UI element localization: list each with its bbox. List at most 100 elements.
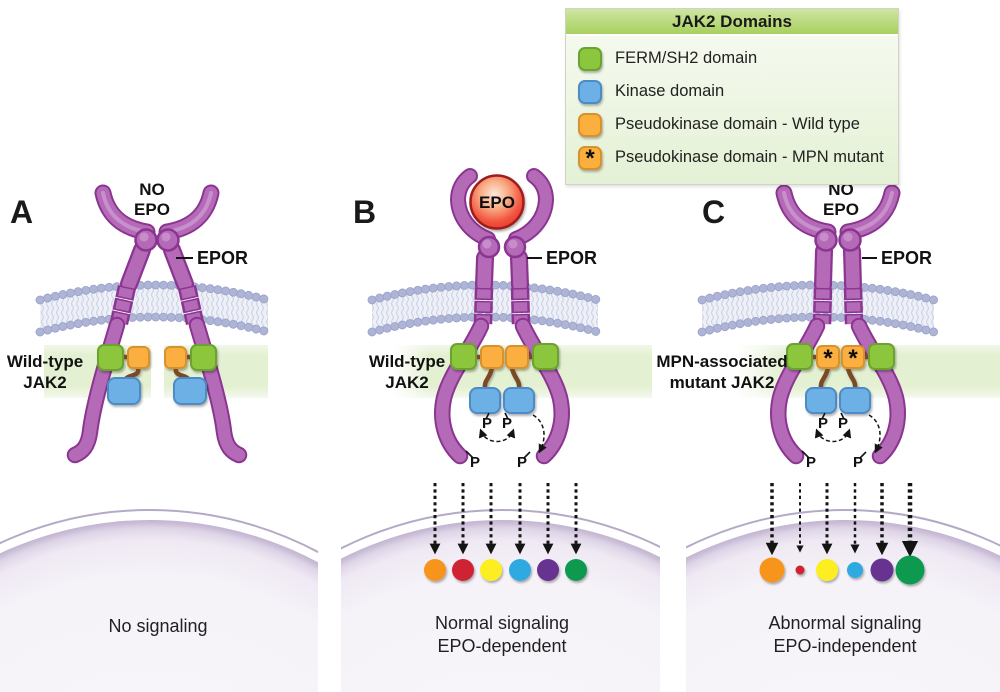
- legend-item-pseudokinase-wt: Pseudokinase domain - Wild type: [578, 108, 898, 141]
- phospho-tick: [523, 451, 531, 459]
- kinase-domain: [173, 377, 207, 405]
- kinase-swatch-icon: [578, 79, 602, 104]
- signal-dot: [480, 559, 502, 581]
- pseudokinase-domain: [480, 345, 504, 369]
- swatch-rect: [578, 79, 602, 104]
- lipid-heads-bottom-fill: [36, 313, 272, 336]
- phospho-label: P: [853, 454, 863, 471]
- jak2-complex-right: [164, 344, 217, 405]
- signal-dot: [424, 559, 446, 581]
- receptor-elbow-highlight: [843, 232, 853, 242]
- jak2-label-line1: MPN-associated: [656, 352, 787, 371]
- phosphorylation: P P P P: [465, 412, 547, 471]
- legend: JAK2 Domains FERM/SH2 domain Kinase doma…: [565, 8, 899, 185]
- signal-arrows: [765, 483, 919, 558]
- pseudokinase-domain-mutant: [816, 345, 840, 369]
- mutant-asterisk: *: [823, 345, 833, 372]
- signal-caption-line1: No signaling: [108, 616, 207, 636]
- jak2-label-line2: JAK2: [385, 373, 428, 392]
- band-fade: [394, 345, 429, 398]
- signal-caption-line1: Normal signaling: [435, 613, 569, 633]
- receptor-stalk-fill: [845, 244, 860, 292]
- tail-phosphorylation-arrow: [532, 414, 547, 454]
- transmembrane-segment-fill: [112, 285, 134, 325]
- signal-caption-line2: EPO-dependent: [437, 636, 566, 656]
- signal-dots: [424, 559, 587, 581]
- ferm-sh2-domain: [868, 343, 895, 370]
- signal-dot: [895, 555, 925, 585]
- legend-title: JAK2 Domains: [566, 9, 898, 36]
- legend-item-label: Kinase domain: [615, 82, 725, 100]
- kinase-domain: [469, 387, 501, 414]
- pseudokinase-domain: [505, 345, 529, 369]
- pseudokinase-wt-swatch-icon: [578, 112, 602, 137]
- tail-phosphorylation-arrow: [868, 414, 883, 454]
- receptor-elbow-highlight: [819, 232, 829, 242]
- signal-dot: [795, 565, 805, 575]
- signal-dots: [759, 555, 925, 585]
- transmembrane-segment-fill: [513, 287, 528, 325]
- receptor-stalk-fill: [165, 243, 192, 291]
- panel-c: * * P P P P: [656, 180, 1000, 692]
- domain-linker: [509, 365, 522, 391]
- kinase-domain: [503, 387, 535, 414]
- pseudokinase-domain: [164, 346, 187, 369]
- phospho-tick: [465, 450, 474, 459]
- jak2-complex-right: [503, 343, 559, 414]
- pseudokinase-domain-mutant: [841, 345, 865, 369]
- legend-item-label: FERM/SH2 domain: [615, 49, 758, 67]
- legend-item-label: Pseudokinase domain - Wild type: [615, 115, 860, 133]
- phospho-tick: [504, 412, 509, 420]
- jak2-complex-left: *: [786, 343, 840, 414]
- jak2-complex-left: [450, 343, 504, 414]
- jak2-label-line1: Wild-type: [7, 352, 83, 371]
- kinase-domain: [839, 387, 871, 414]
- kinase-domain: [107, 377, 141, 405]
- kinase-domain: [805, 387, 837, 414]
- nucleus-outer-line: [686, 509, 1000, 549]
- ferm-sh2-swatch-icon: [578, 46, 602, 71]
- epor-receptor-left: [434, 168, 501, 465]
- ferm-sh2-domain: [450, 343, 477, 370]
- swatch-rect: [578, 112, 602, 137]
- receptor-stalk-fill: [512, 251, 527, 292]
- ferm-sh2-domain: [97, 344, 124, 371]
- pseudokinase-mpn-swatch-icon: *: [578, 145, 602, 170]
- epor-label: EPOR: [197, 248, 248, 268]
- signal-caption-line1: Abnormal signaling: [768, 613, 921, 633]
- receptor-elbow-highlight: [139, 232, 149, 242]
- ferm-sh2-domain: [190, 344, 217, 371]
- receptor-stalk-fill: [122, 243, 149, 291]
- legend-item-kinase: Kinase domain: [578, 75, 898, 108]
- receptor-arm-fill: [451, 170, 494, 245]
- receptor-stalk-fill: [816, 244, 831, 292]
- phospho-tick: [801, 450, 810, 459]
- receptor-elbow-highlight: [508, 239, 518, 249]
- epo-status-line2: EPO: [134, 200, 170, 219]
- mutant-asterisk: *: [848, 345, 858, 372]
- domain-linker: [482, 365, 495, 391]
- epor-label: EPOR: [881, 248, 932, 268]
- panel-a: A NO EPO EPOR Wild-type JAK2 No signalin…: [0, 180, 318, 692]
- epor-label: EPOR: [546, 248, 597, 268]
- nucleus-outer-line: [0, 509, 318, 554]
- signal-dot: [870, 558, 894, 582]
- legend-body: FERM/SH2 domain Kinase domain Pseudokina…: [566, 36, 898, 184]
- signal-dot: [509, 559, 531, 581]
- ferm-sh2-domain: [532, 343, 559, 370]
- phospho-tick: [821, 412, 826, 420]
- epo-status-line1: NO: [139, 180, 165, 199]
- phospho-tick: [859, 451, 867, 459]
- signal-dot: [452, 559, 474, 581]
- signal-arrows: [429, 483, 582, 555]
- pseudokinase-domain: [127, 346, 150, 369]
- signal-caption-line2: EPO-independent: [773, 636, 916, 656]
- signal-dot: [816, 559, 838, 581]
- phosphorylation: P P P P: [801, 412, 883, 471]
- phospho-tick: [840, 412, 845, 420]
- transmembrane-segment-fill: [846, 287, 861, 325]
- receptor-elbow-highlight: [161, 232, 171, 242]
- phospho-label: P: [838, 415, 848, 432]
- epor-receptor-right: [838, 184, 906, 465]
